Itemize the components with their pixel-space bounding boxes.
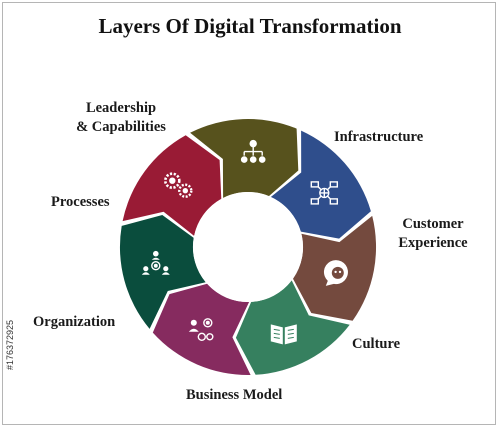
label-organization: Organization: [33, 313, 115, 332]
label-culture-line1: Culture: [352, 336, 401, 352]
label-organization-line1: Organization: [33, 314, 116, 330]
label-business-line1: Business Model: [186, 387, 283, 403]
image-frame: [2, 2, 496, 425]
team-gear-icon: [141, 250, 170, 275]
wheel-icons: [141, 139, 348, 345]
wheel-center-hole: [193, 192, 303, 302]
chat-face-icon: [323, 260, 348, 286]
label-customer-line2: Experience: [398, 235, 468, 251]
gears-icon: [164, 172, 193, 198]
label-processes: Processes: [51, 193, 110, 212]
segment-organization: [119, 215, 206, 329]
segment-business: [152, 283, 251, 376]
org-chart-icon: [240, 139, 266, 163]
label-business-model: Business Model: [186, 386, 282, 405]
segment-infrastructure: [270, 130, 371, 239]
open-book-icon: [270, 324, 297, 345]
label-infrastructure: Infrastructure: [334, 128, 423, 147]
label-culture: Culture: [352, 335, 400, 354]
people-gears-icon: [188, 318, 214, 341]
label-infrastructure-line1: Infrastructure: [334, 129, 424, 145]
label-customer-line1: Customer: [402, 216, 464, 232]
network-computers-icon: [310, 181, 338, 205]
segment-processes: [122, 135, 222, 236]
label-leadership-line1: Leadership: [85, 100, 157, 116]
label-leadership-line2: & Capabilities: [76, 119, 166, 135]
label-leadership: Leadership & Capabilities: [62, 99, 180, 137]
label-customer-experience: Customer Experience: [385, 215, 481, 253]
label-processes-line1: Processes: [51, 194, 110, 210]
diagram-title: Layers Of Digital Transformation: [98, 14, 402, 38]
